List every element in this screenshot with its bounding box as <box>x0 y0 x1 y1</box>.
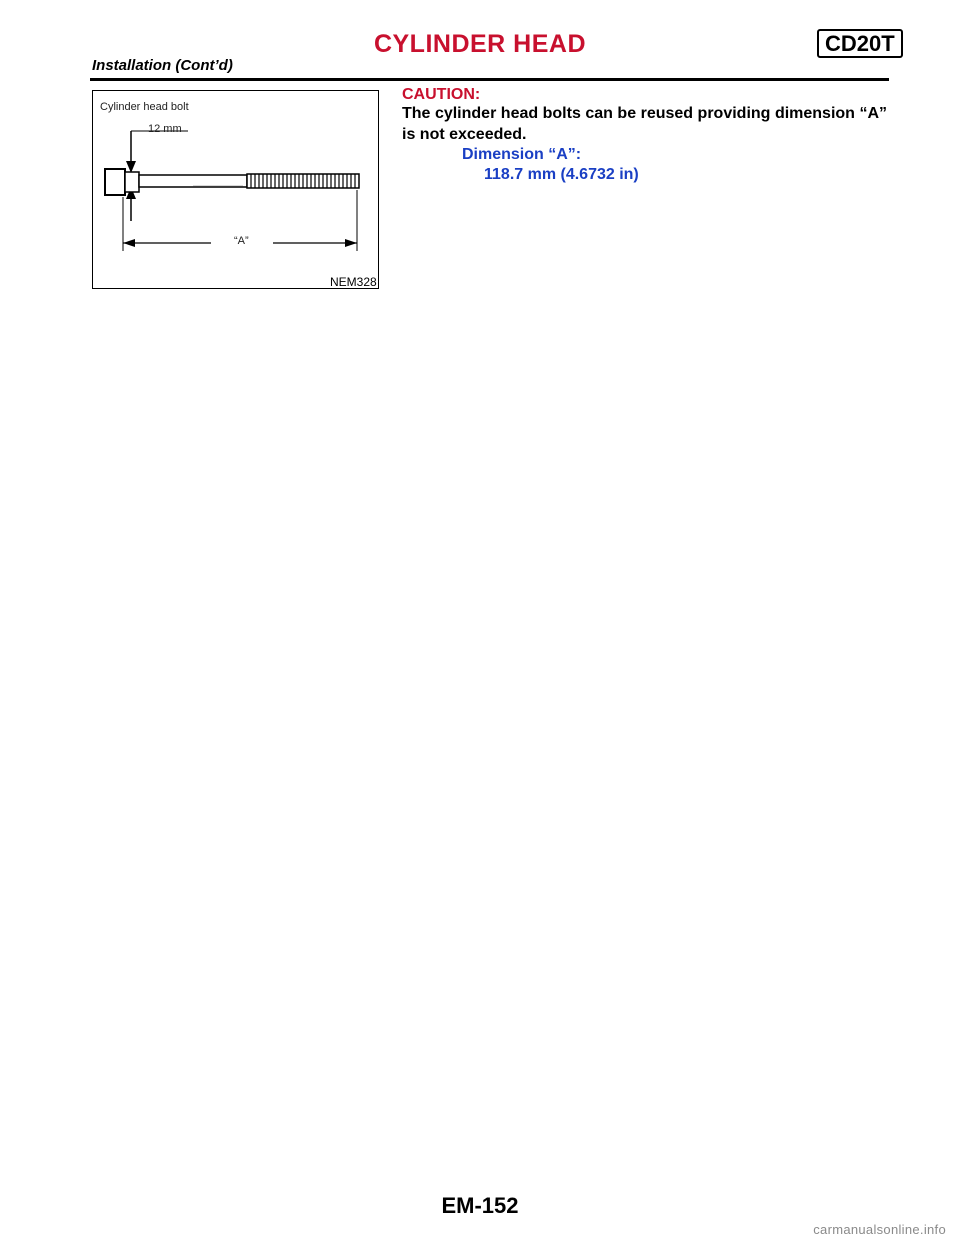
page-number: EM-152 <box>441 1193 519 1218</box>
thread-lines <box>250 174 356 188</box>
bolt-diagram <box>104 130 360 251</box>
figure-label-12mm: 12 mm <box>148 123 182 135</box>
spec-value: 118.7 mm (4.6732 in) <box>484 166 639 183</box>
bolt-collar <box>124 171 140 193</box>
bolt-head <box>104 168 126 196</box>
figure-label-a: “A” <box>234 235 249 247</box>
engine-model-badge: CD20T <box>817 29 903 58</box>
watermark: carmanualsonline.info <box>813 1222 946 1237</box>
arrow-12mm-bottom <box>126 187 136 199</box>
caution-text: The cylinder head bolts can be reused pr… <box>402 105 887 143</box>
dimension-arrow-right <box>345 239 357 247</box>
figure-code: NEM328 <box>330 275 377 289</box>
caution-heading: CAUTION: <box>402 86 481 103</box>
spec-label: Dimension “A”: <box>462 146 582 163</box>
arrow-12mm-top <box>126 161 136 173</box>
bolt-figure: Cylinder head bolt 12 mm “A” NEM328 <box>92 90 379 289</box>
figure-label-bolt: Cylinder head bolt <box>100 101 189 113</box>
header-divider <box>90 78 889 81</box>
bolt-shank <box>138 174 248 188</box>
section-title: CYLINDER HEAD <box>373 30 587 58</box>
section-subtitle: Installation (Cont’d) <box>92 57 233 74</box>
dimension-arrow-left <box>123 239 135 247</box>
